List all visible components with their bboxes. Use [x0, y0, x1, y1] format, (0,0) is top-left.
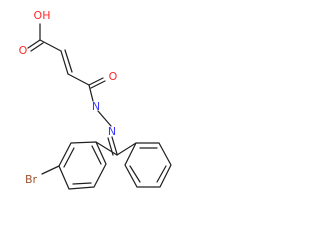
phenyl-inner-bond-2 [156, 165, 167, 183]
hydroxyl-label: OH [34, 9, 51, 22]
bond-c4-n1 [88, 84, 94, 102]
bromophenyl-ring [58, 141, 107, 190]
bond-c5-bromophenyl [95, 141, 118, 156]
amide-oxygen-label: O [109, 70, 118, 83]
bond-c2-c3-a [60, 50, 69, 75]
bond-c1-o-double-a [27, 39, 41, 49]
bromophenyl-inner-bond-2 [72, 182, 92, 185]
carboxyl-oxygen-label: O [19, 44, 28, 57]
bond-c1-o-double-b [30, 42, 44, 52]
bond-c1-c2 [39, 39, 62, 52]
bond-c5-phenyl [116, 142, 137, 156]
phenyl-inner-bond-3 [129, 165, 141, 183]
bond-layer [27, 23, 172, 190]
bond-c2-c3-b [64, 49, 73, 73]
molecule-drawing: OH O O N N Br [19, 9, 172, 190]
bromophenyl-inner-bond-3 [91, 145, 102, 165]
amide-nitrogen-label: N [92, 100, 100, 113]
bond-n2-c5-a [111, 136, 118, 155]
bond-c4-o-double-a [88, 77, 104, 86]
bond-c3-c4 [67, 73, 90, 86]
bond-n1-n2 [97, 110, 112, 127]
bond-c4-o-double-b [90, 80, 106, 89]
imine-nitrogen-label: N [108, 125, 116, 138]
atom-label-layer: OH O O N N Br [19, 9, 118, 186]
bond-ring-br [41, 165, 60, 175]
phenyl-ring [124, 142, 172, 188]
bromine-label: Br [25, 173, 38, 186]
chemical-structure-diagram: OH O O N N Br [18, 9, 172, 190]
bromophenyl-inner-bond-1 [63, 147, 75, 168]
